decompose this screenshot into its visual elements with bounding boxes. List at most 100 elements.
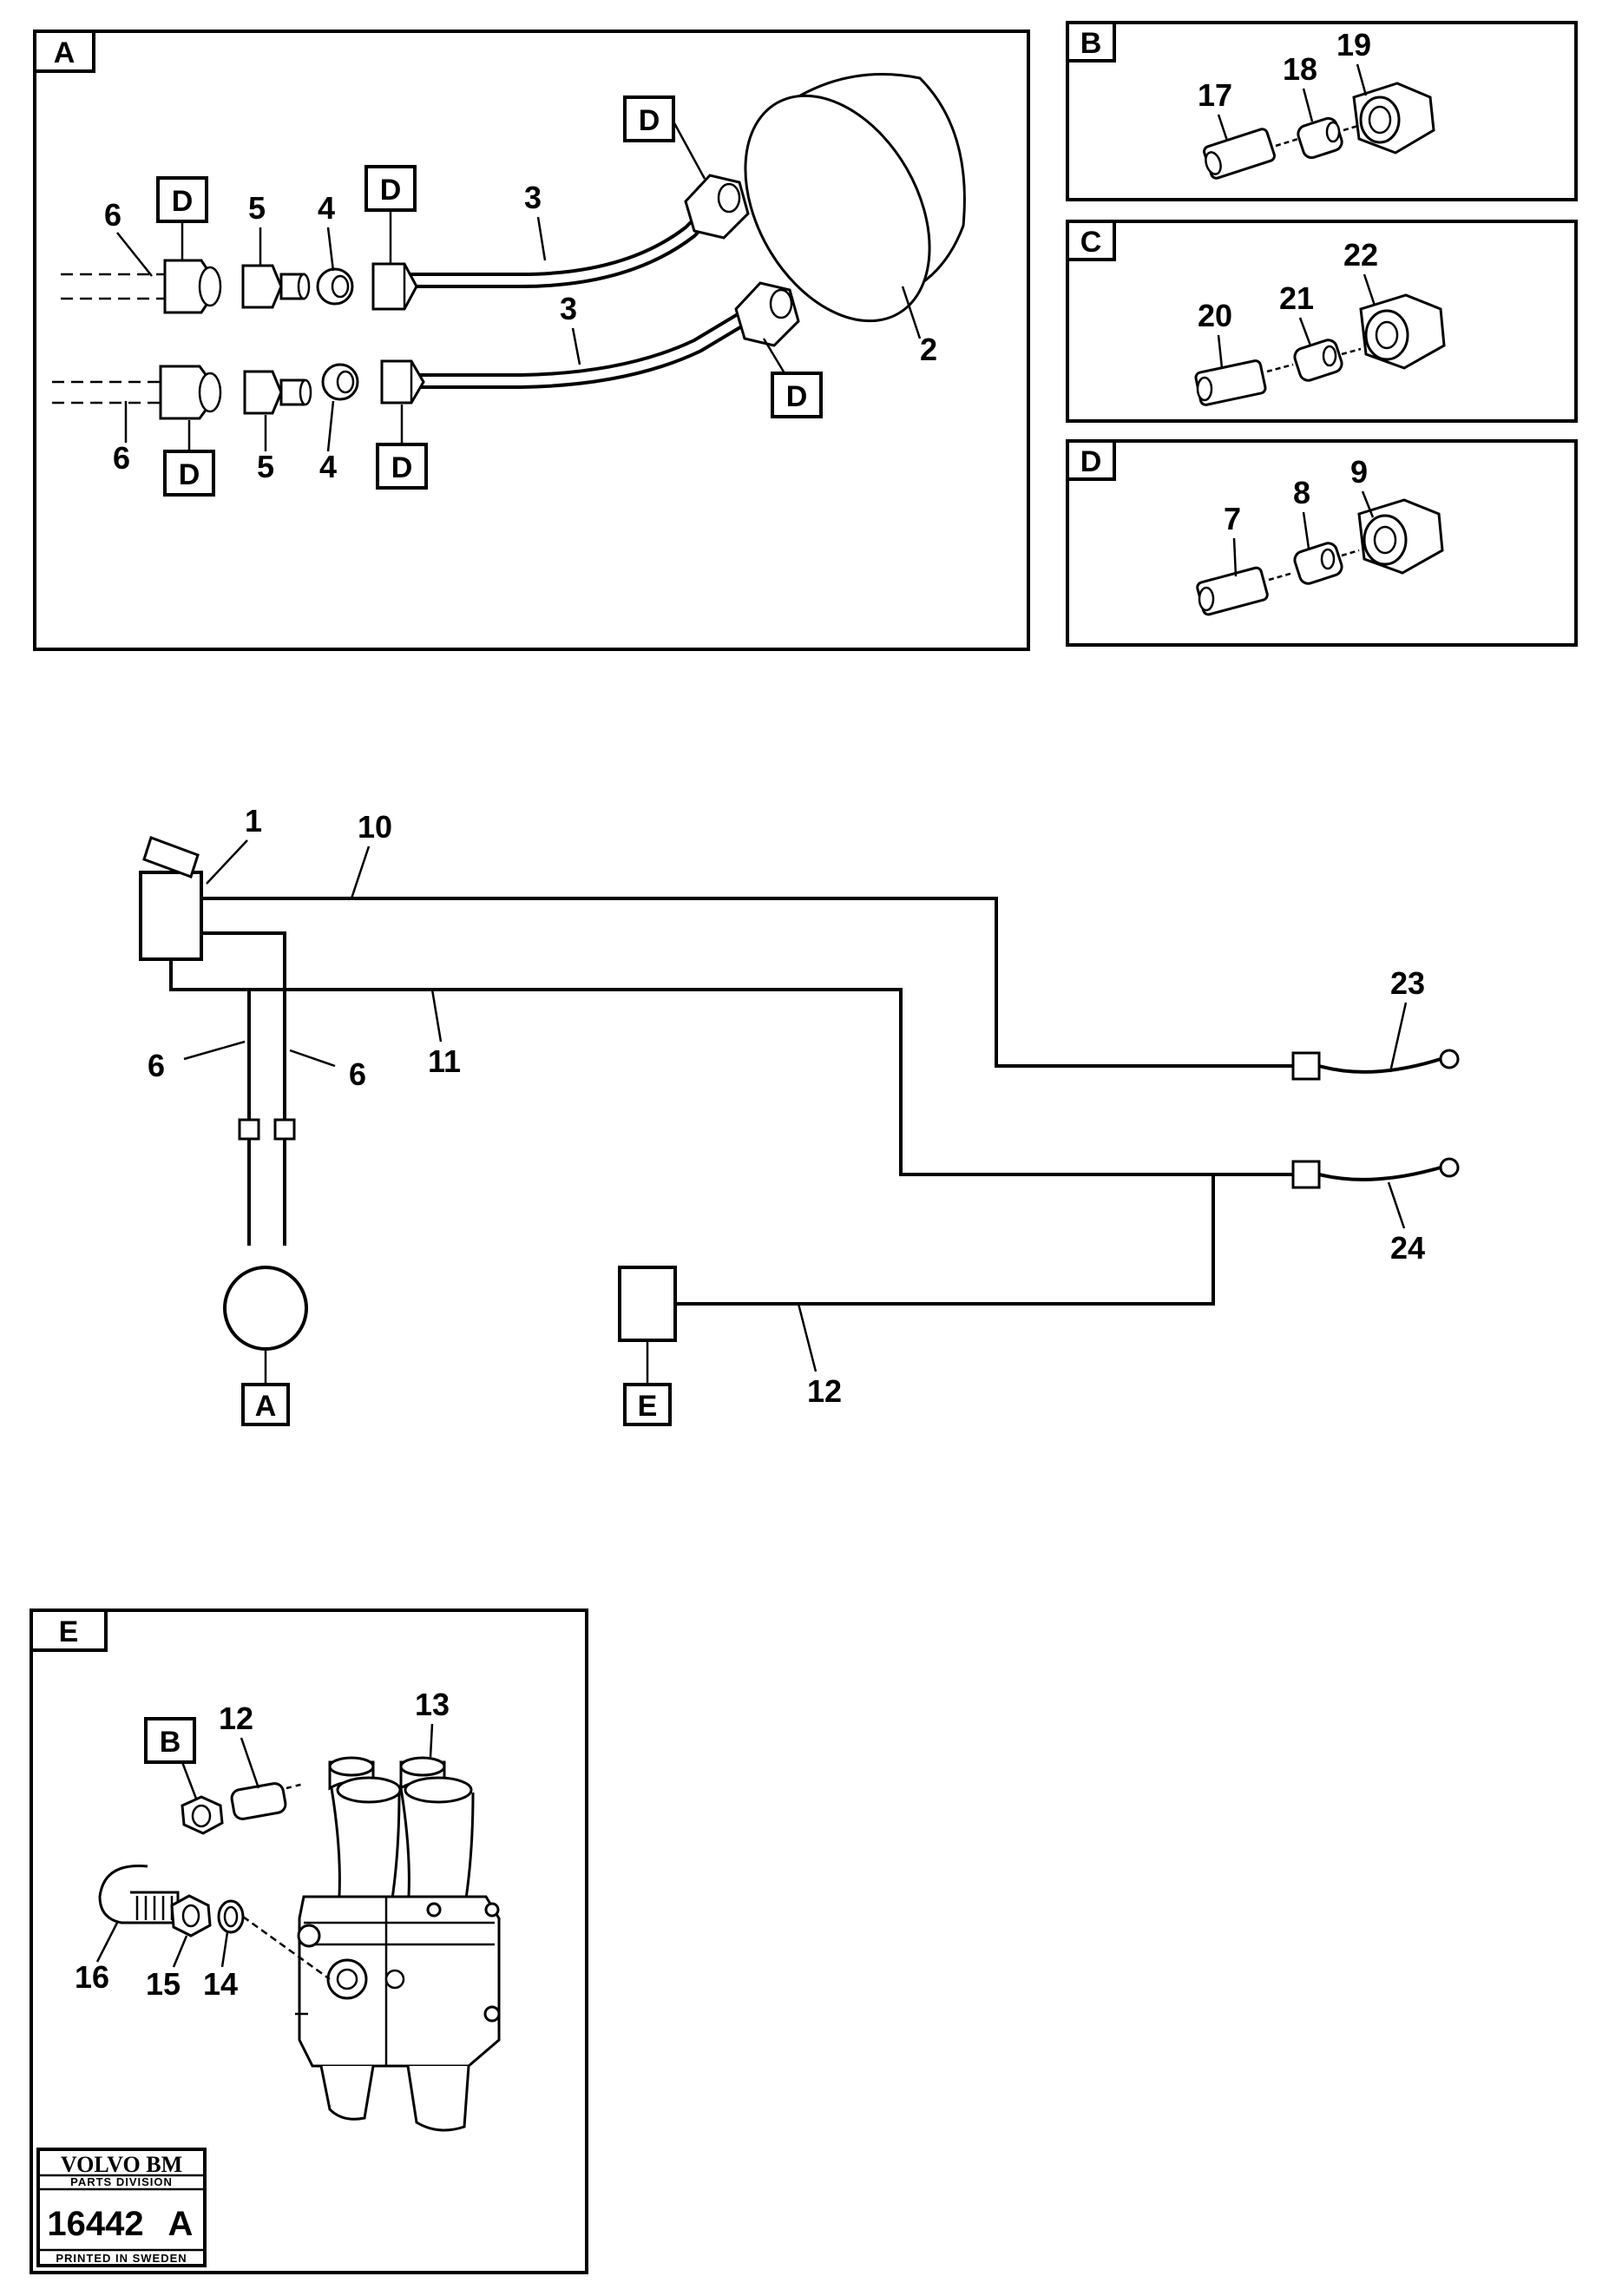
coupler-right (273, 1118, 296, 1141)
label-7: 7 (1224, 501, 1241, 536)
connector-23 (1291, 1051, 1321, 1081)
stamp-printed: PRINTED IN SWEDEN (56, 2252, 187, 2265)
line-11 (169, 959, 1293, 1176)
callout-d-gauge-lower: D (762, 338, 823, 418)
label-17: 17 (1198, 77, 1232, 113)
line-12 (675, 1174, 1215, 1306)
pipe-6-lower (52, 380, 161, 405)
pipe-3-lower-edge (417, 318, 755, 389)
connector-24 (1291, 1160, 1321, 1189)
sleeve-17 (1203, 128, 1276, 180)
label-5-lower: 5 (257, 449, 274, 484)
label-3-lower: 3 (560, 291, 577, 326)
control-valve-1 (139, 871, 203, 961)
nut-lower-3 (380, 359, 425, 405)
panel-d-tag: D (1080, 445, 1102, 478)
panel-c-tag: C (1080, 226, 1102, 259)
panel-d-frame (1066, 439, 1578, 647)
label-12-e: 12 (219, 1701, 253, 1736)
ref-a-box (241, 1383, 290, 1426)
label-24: 24 (1390, 1230, 1425, 1266)
panel-e: E (30, 1609, 588, 2274)
stamp-brand: VOLVO BM (61, 2152, 182, 2177)
hose-23 (1318, 1057, 1441, 1074)
line-10 (201, 897, 1293, 1068)
label-20: 20 (1198, 298, 1232, 333)
sleeve-4-lower (321, 363, 359, 401)
svg-text:D: D (639, 104, 660, 137)
nut-22 (1359, 293, 1446, 370)
nut-9 (1357, 498, 1444, 575)
label-3-upper: 3 (524, 180, 542, 215)
label-13: 13 (415, 1687, 450, 1722)
panel-e-frame (30, 1609, 588, 2274)
pressure-gauge (744, 73, 966, 323)
gauge-a-symbol (223, 1266, 308, 1351)
panel-d: D 7 8 9 (1066, 439, 1578, 647)
union-5-lower (243, 370, 312, 415)
svg-text:D: D (786, 380, 808, 413)
callout-d-upper-mid: D (364, 165, 417, 264)
pipe-3-upper (408, 200, 713, 276)
callout-d-lower-mid: D (376, 405, 428, 490)
svg-text:D: D (380, 174, 402, 207)
label-5-upper: 5 (248, 190, 266, 226)
label-18: 18 (1283, 51, 1317, 87)
label-6-lower: 6 (113, 440, 130, 476)
union-5-upper (241, 264, 311, 309)
sleeve-7 (1196, 566, 1269, 616)
panel-b-frame (1066, 21, 1578, 201)
nut-15 (170, 1894, 212, 1937)
pipe-3-upper-edge (408, 210, 720, 288)
label-4-lower: 4 (319, 449, 337, 484)
gauge-nut-upper (684, 174, 750, 240)
label-19: 19 (1336, 27, 1371, 62)
ref-e: E (638, 1390, 658, 1423)
panel-a-tag: A (54, 36, 76, 69)
schematic: 1 10 11 6 6 A 12 E (139, 803, 1460, 1426)
coupler-left (238, 1118, 260, 1141)
label-12: 12 (807, 1373, 842, 1409)
volvo-bm-stamp: VOLVO BM PARTS DIVISION 16442 A PRINTED … (36, 2148, 207, 2267)
panel-a: A (33, 30, 1030, 651)
nut-upper-3 (371, 262, 418, 311)
label-11: 11 (428, 1043, 461, 1079)
seal-ring-14 (217, 1899, 245, 1934)
panel-e-tag: E (59, 1615, 79, 1648)
panel-c-frame (1066, 220, 1578, 423)
ref-e-box (623, 1383, 672, 1426)
svg-text:D: D (179, 458, 200, 491)
label-14: 14 (203, 1966, 238, 2002)
label-15: 15 (146, 1966, 181, 2002)
callout-d-lower-left: D (163, 420, 215, 497)
nut-b (181, 1795, 224, 1835)
label-6-left: 6 (148, 1048, 165, 1083)
label-1: 1 (245, 803, 262, 839)
svg-text:D: D (172, 185, 194, 218)
stamp-division: PARTS DIVISION (70, 2175, 173, 2188)
label-4-upper: 4 (318, 190, 335, 226)
relay-valve-13 (295, 1756, 501, 2132)
nut-lower-6 (159, 365, 222, 420)
valve-lever (142, 836, 200, 878)
nut-19 (1352, 82, 1435, 155)
label-6-right: 6 (349, 1056, 366, 1092)
sleeve-4-upper (316, 267, 354, 306)
callout-d-upper-left: D (156, 176, 208, 260)
panel-c: C 20 21 22 (1066, 220, 1578, 423)
label-2: 2 (920, 332, 937, 367)
pipe-6-upper (61, 273, 165, 300)
label-23: 23 (1390, 965, 1425, 1001)
panel-a-frame (33, 30, 1030, 651)
panel-b: B 17 18 19 (1066, 21, 1578, 201)
stamp-revision: A (168, 2205, 194, 2243)
gauge-nut-lower (734, 281, 800, 347)
pipe-12 (230, 1782, 305, 1820)
label-6-upper: 6 (104, 197, 121, 233)
label-21: 21 (1279, 280, 1314, 316)
label-22: 22 (1343, 237, 1378, 273)
label-8: 8 (1293, 475, 1310, 510)
label-10: 10 (358, 809, 392, 845)
callout-b-box (144, 1717, 196, 1764)
